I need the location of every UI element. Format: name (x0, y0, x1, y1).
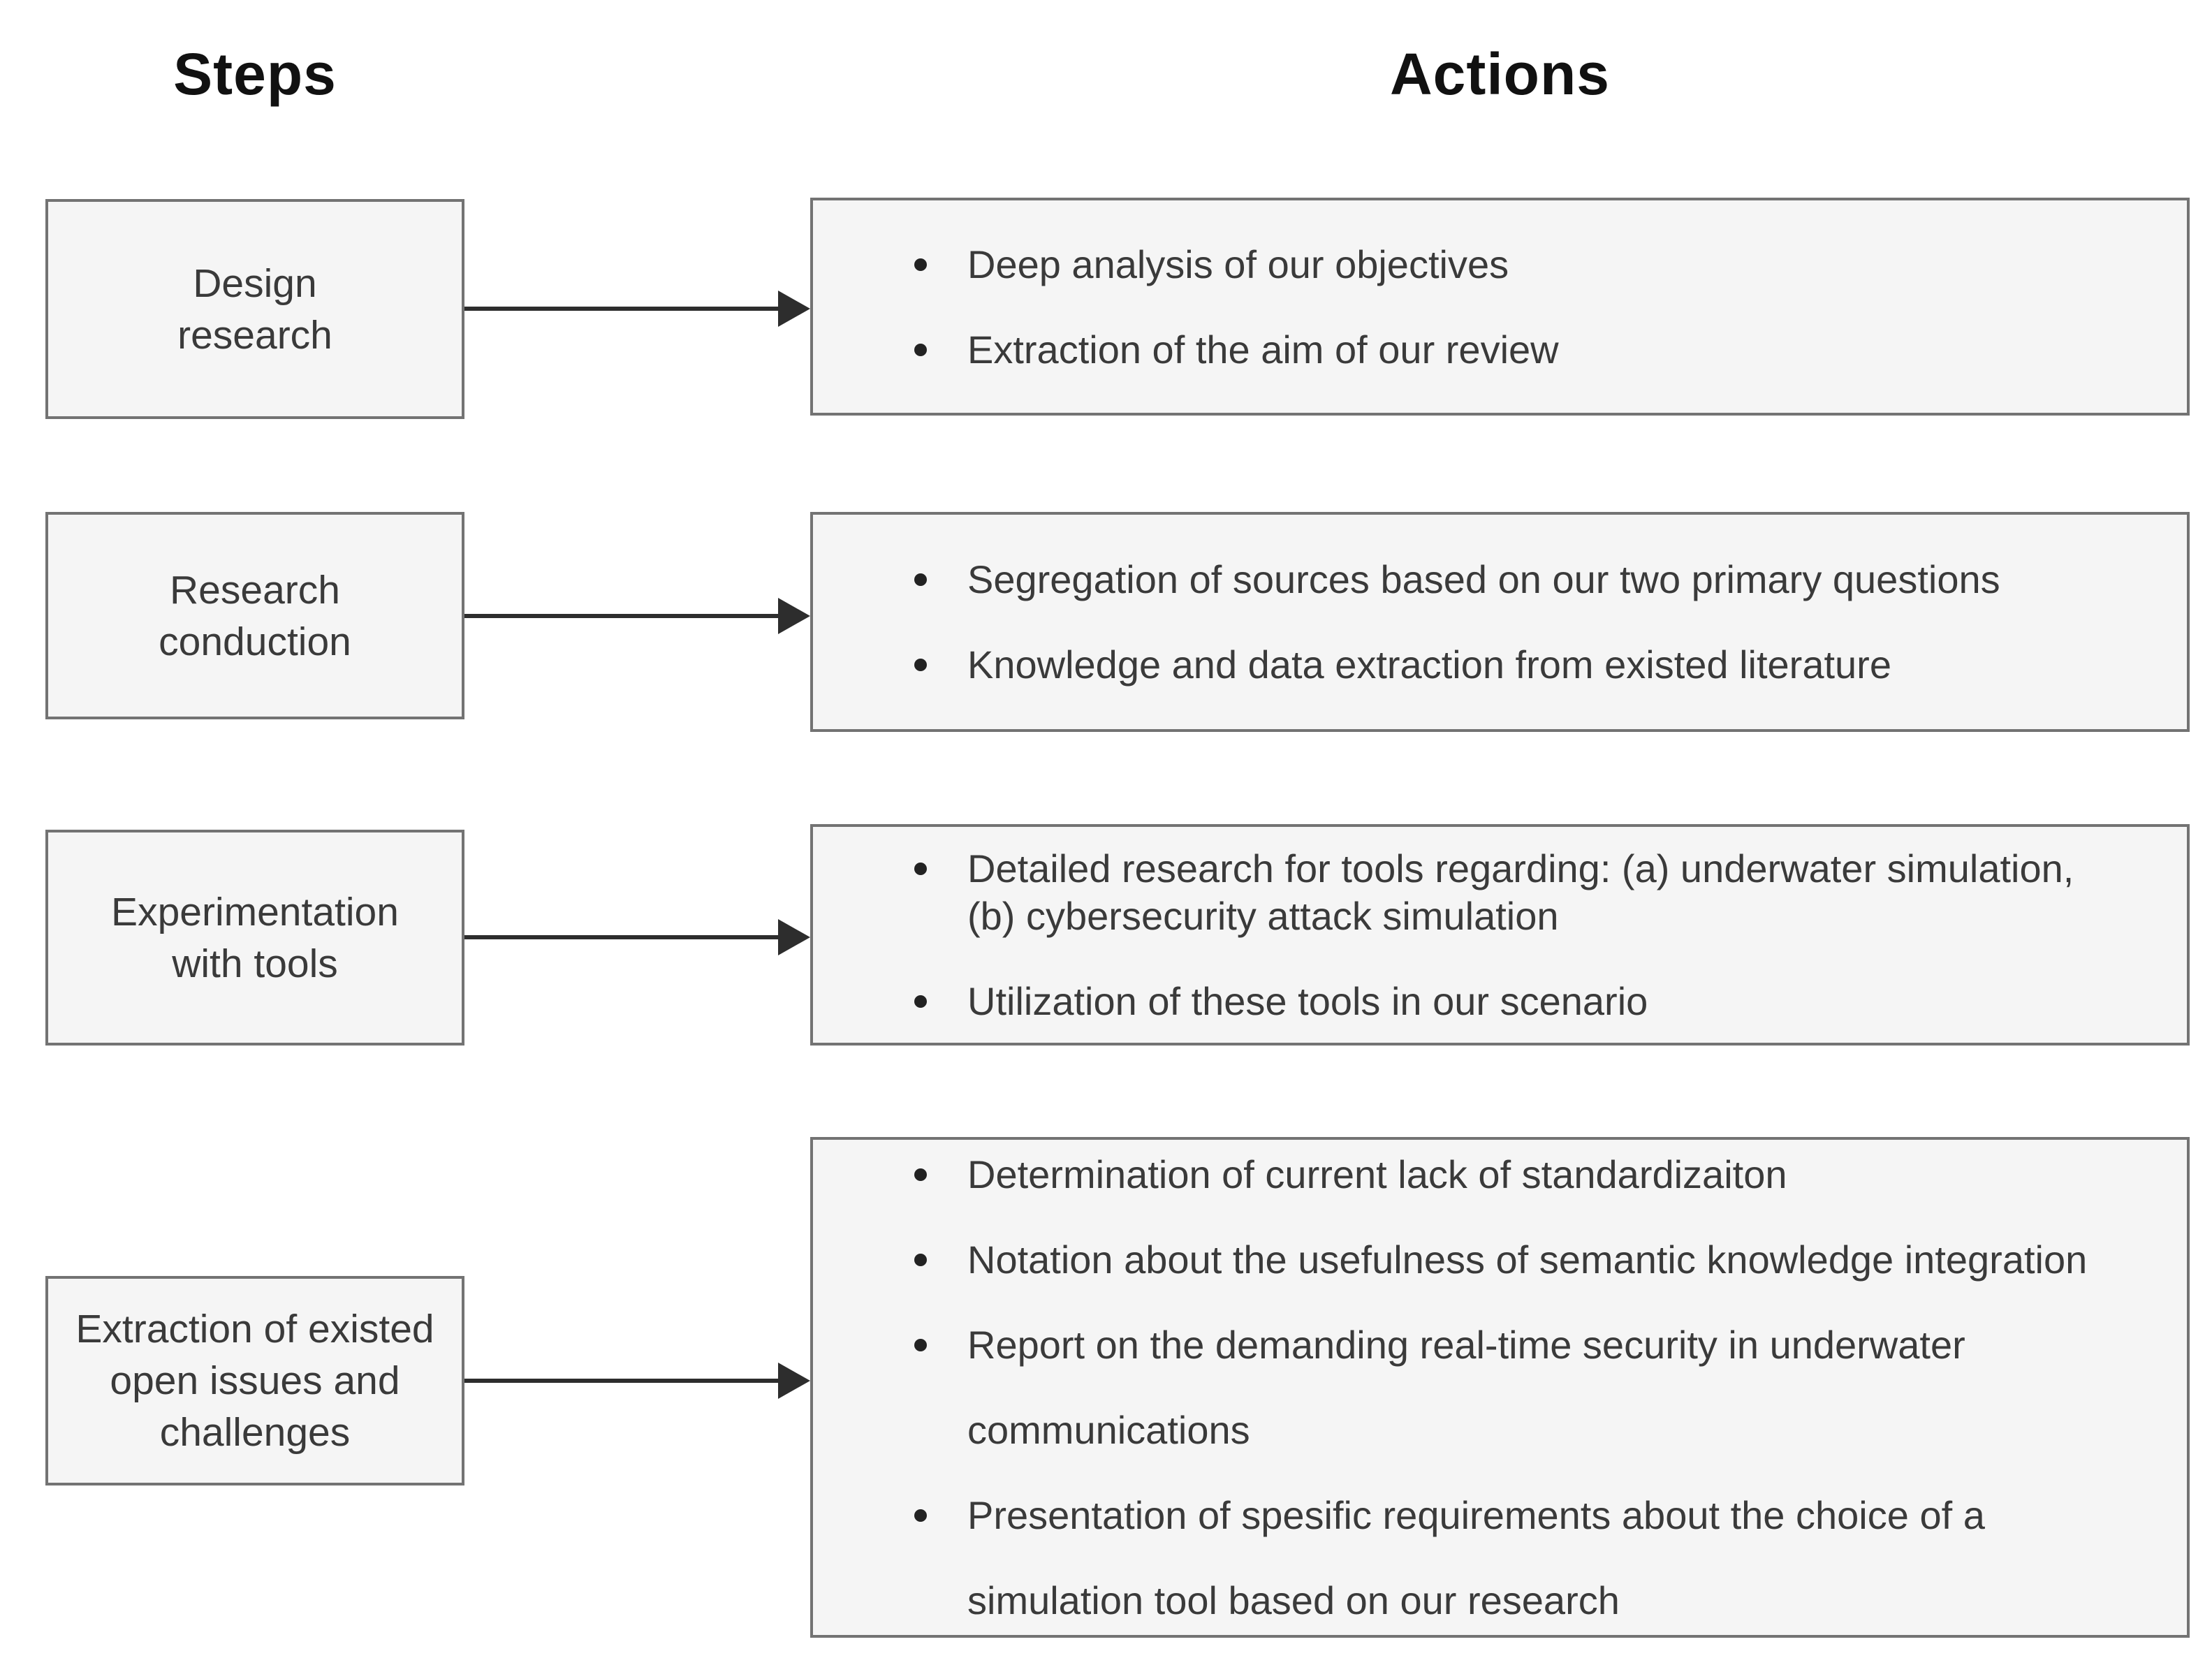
list-item: Extraction of the aim of our review (914, 329, 2159, 370)
column-header-actions: Actions (1389, 41, 1611, 107)
list-item: Utilization of these tools in our scenar… (914, 978, 2159, 1025)
list-item: Determination of current lack of standar… (914, 1132, 2159, 1217)
arrow-line (464, 1379, 780, 1383)
step-box-experimentation-with-tools: Experimentation with tools (45, 830, 464, 1046)
list-item: Presentation of spesific requirements ab… (914, 1473, 2159, 1643)
flow-arrow (464, 1360, 810, 1402)
actions-list: Determination of current lack of standar… (813, 1132, 2187, 1643)
arrowhead-icon (778, 291, 810, 327)
actions-box-research-conduction: Segregation of sources based on our two … (810, 512, 2190, 732)
step-label: Experimentation with tools (111, 889, 399, 986)
action-text: Segregation of sources based on our two … (967, 557, 2000, 601)
actions-list: Deep analysis of our objectives Extracti… (813, 244, 2187, 370)
step-box-research-conduction: Research conduction (45, 512, 464, 719)
actions-list: Segregation of sources based on our two … (813, 559, 2187, 685)
actions-list: Detailed research for tools regarding: (… (813, 845, 2187, 1025)
action-text: Extraction of the aim of our review (967, 327, 1559, 372)
bullet-icon (914, 862, 927, 875)
column-header-steps: Steps (173, 41, 337, 107)
arrowhead-icon (778, 1363, 810, 1399)
action-text: Deep analysis of our objectives (967, 242, 1509, 286)
arrow-line (464, 614, 780, 618)
list-item: Deep analysis of our objectives (914, 244, 2159, 285)
action-text: Determination of current lack of standar… (967, 1152, 1787, 1196)
action-text: Presentation of spesific requirements ab… (967, 1492, 1985, 1622)
bullet-icon (914, 258, 927, 271)
step-label: Design research (177, 261, 332, 358)
flow-arrow (464, 916, 810, 958)
action-text: Detailed research for tools regarding: (… (967, 846, 2074, 938)
step-box-design-research: Design research (45, 199, 464, 419)
list-item: Knowledge and data extraction from exist… (914, 644, 2159, 685)
actions-box-design-research: Deep analysis of our objectives Extracti… (810, 198, 2190, 416)
bullet-icon (914, 343, 927, 356)
action-text: Knowledge and data extraction from exist… (967, 643, 1891, 687)
flow-arrow (464, 595, 810, 637)
list-item: Detailed research for tools regarding: (… (914, 845, 2159, 940)
flow-arrow (464, 288, 810, 330)
bullet-icon (914, 1338, 927, 1351)
actions-box-experimentation-with-tools: Detailed research for tools regarding: (… (810, 824, 2190, 1046)
list-item: Notation about the usefulness of semanti… (914, 1217, 2159, 1303)
arrow-line (464, 935, 780, 939)
list-item: Segregation of sources based on our two … (914, 559, 2159, 600)
bullet-icon (914, 1509, 927, 1522)
action-text: Notation about the usefulness of semanti… (967, 1237, 2088, 1282)
step-box-extraction-open-issues: Extraction of existed open issues and ch… (45, 1276, 464, 1485)
step-label: Research conduction (159, 567, 351, 664)
list-item: Report on the demanding real-time securi… (914, 1303, 2159, 1473)
action-text: Report on the demanding real-time securi… (967, 1322, 1965, 1452)
bullet-icon (914, 995, 927, 1008)
actions-box-extraction-open-issues: Determination of current lack of standar… (810, 1137, 2190, 1638)
action-text: Utilization of these tools in our scenar… (967, 978, 1648, 1023)
bullet-icon (914, 659, 927, 671)
arrowhead-icon (778, 919, 810, 955)
arrow-line (464, 307, 780, 311)
bullet-icon (914, 573, 927, 586)
bullet-icon (914, 1168, 927, 1181)
bullet-icon (914, 1253, 927, 1266)
arrowhead-icon (778, 598, 810, 634)
step-label: Extraction of existed open issues and ch… (75, 1307, 434, 1455)
